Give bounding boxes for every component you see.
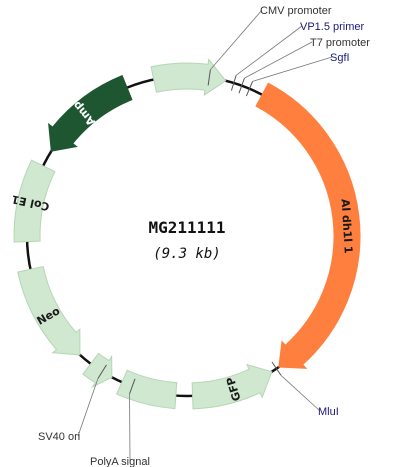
site-tick-cmv-promoter — [207, 69, 211, 86]
site-tick-t7-promoter — [238, 77, 245, 94]
plasmid-name: MG211111 — [148, 218, 225, 237]
feature-colei — [13, 159, 56, 243]
site-leader-vp15-primer — [235, 25, 303, 76]
plasmid-size: (9.3 kb) — [153, 246, 220, 262]
site-label-sv40-ori: SV40 ori — [38, 431, 80, 443]
site-label-cmv-promoter: CMV promoter — [260, 5, 332, 17]
feature-gfp — [191, 363, 273, 410]
site-leader-sgfi — [252, 56, 333, 82]
feature-neo — [17, 265, 81, 356]
site-leader-mlui — [280, 374, 321, 412]
site-tick-mlui — [271, 361, 282, 376]
site-label-vp15-primer: VP1.5 primer — [300, 21, 365, 33]
site-label-sgfi: SgfI — [330, 52, 350, 64]
feature-label-aldh11: Al dh1l 1 — [339, 199, 355, 254]
site-label-mlui: MluI — [318, 406, 339, 418]
site-leader-t7-promoter — [244, 41, 313, 79]
site-label-t7-promoter: T7 promoter — [310, 37, 370, 49]
feature-cmv — [150, 58, 227, 97]
feature-aldh11 — [255, 82, 361, 369]
site-tick-polya-signal — [129, 378, 136, 395]
site-tick-sv40-ori — [97, 364, 107, 379]
site-tick-sgfi — [245, 81, 254, 97]
feature-sv40 — [82, 352, 113, 389]
feature-polya — [115, 369, 178, 410]
site-leader-cmv-promoter — [210, 9, 263, 70]
site-tick-vp15-primer — [230, 75, 237, 91]
feature-amp — [48, 74, 133, 152]
site-label-polya-signal: PolyA signal — [90, 456, 150, 467]
site-leader-sv40-ori — [77, 378, 99, 437]
